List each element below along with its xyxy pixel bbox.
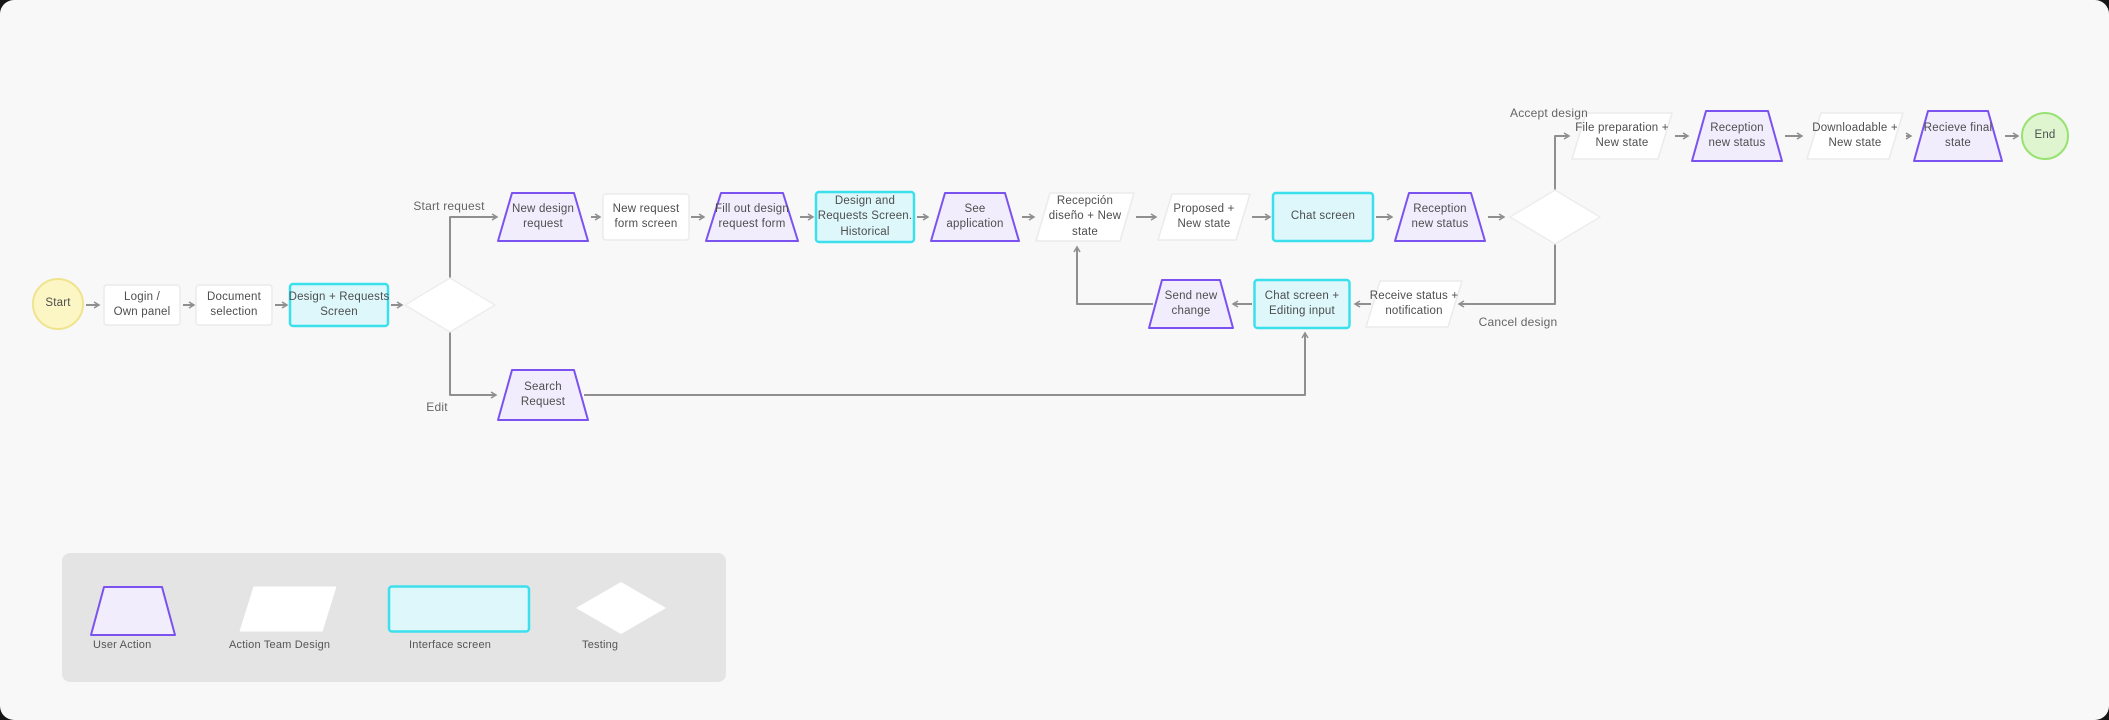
connector-arrow — [1077, 247, 1153, 305]
node-decision-review[interactable] — [1509, 189, 1601, 245]
node-end[interactable] — [2021, 112, 2069, 160]
connector-arrow — [449, 217, 497, 278]
legend-shape-interface[interactable] — [387, 585, 531, 633]
legend-shapes-layer — [90, 582, 666, 636]
node-login-own-panel[interactable] — [103, 284, 181, 326]
legend-shape-user-action[interactable] — [90, 586, 176, 636]
node-decision-request[interactable] — [404, 277, 496, 333]
node-chat-screen[interactable] — [1271, 191, 1375, 243]
node-reception-new-status-mid[interactable] — [1394, 192, 1486, 242]
node-fill-out-design-request-form[interactable] — [705, 192, 799, 242]
legend-shape-team-action[interactable] — [239, 586, 337, 632]
connector-arrow — [584, 333, 1305, 396]
node-search-request[interactable] — [497, 369, 589, 421]
node-start[interactable] — [32, 278, 84, 330]
node-proposed-new-state[interactable] — [1157, 193, 1251, 241]
node-recepcion-diseno-new-state[interactable] — [1035, 192, 1135, 242]
connector-arrow — [1554, 136, 1569, 190]
node-design-requests-screen-historical[interactable] — [814, 190, 916, 244]
legend-shape-decision[interactable] — [576, 582, 666, 634]
node-new-request-form-screen[interactable] — [602, 193, 690, 241]
node-see-application[interactable] — [930, 192, 1020, 242]
node-receive-status-notification[interactable] — [1365, 280, 1463, 328]
node-reception-new-status-top[interactable] — [1691, 110, 1783, 162]
node-design-requests-screen[interactable] — [288, 282, 390, 328]
connector-arrow — [449, 332, 496, 395]
node-chat-screen-editing-input[interactable] — [1253, 278, 1351, 330]
connector-arrow — [1459, 244, 1556, 304]
node-recieve-final-state[interactable] — [1913, 110, 2003, 162]
edges-layer — [86, 136, 2018, 395]
node-downloadable-new-state[interactable] — [1806, 112, 1904, 160]
node-document-selection[interactable] — [195, 284, 273, 326]
node-send-new-change[interactable] — [1148, 279, 1234, 329]
nodes-layer — [32, 110, 2069, 421]
node-file-preparation-new-state[interactable] — [1571, 112, 1673, 160]
node-new-design-request[interactable] — [497, 192, 589, 242]
